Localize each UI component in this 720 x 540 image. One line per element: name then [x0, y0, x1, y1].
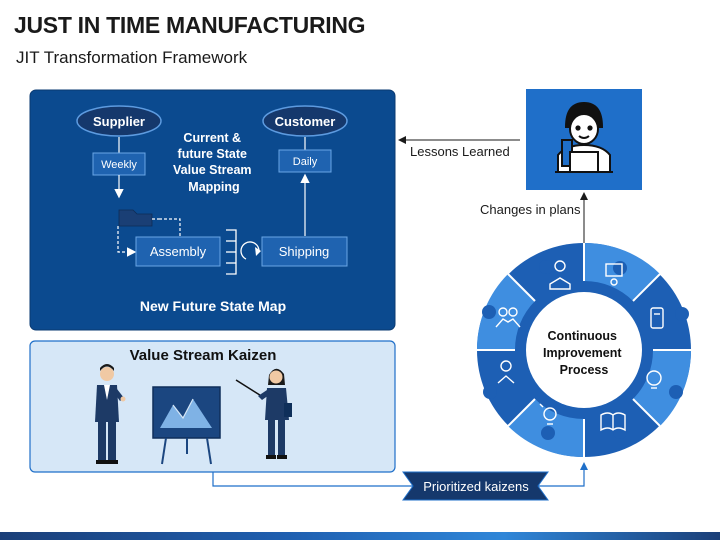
lightbulb-gear-icon	[646, 370, 662, 389]
lessons-learned-label: Lessons Learned	[410, 144, 510, 159]
shipping-label: Shipping	[279, 244, 330, 259]
pointer-stick	[235, 379, 264, 398]
businesswoman-figure	[258, 368, 292, 459]
shipping-box	[261, 236, 348, 267]
scientist-icon	[497, 360, 515, 384]
presentation-board-icon	[152, 386, 221, 465]
supplier-node	[76, 105, 162, 137]
withdrawal-icon	[240, 241, 261, 260]
prioritized-kaizens-connector: Prioritized kaizens	[212, 462, 588, 501]
team-icon	[495, 307, 521, 328]
kaizen-title: Value Stream Kaizen	[130, 347, 277, 364]
footer-accent-bar	[0, 532, 720, 540]
cycle-center-text: Continuous Improvement Process	[543, 329, 625, 377]
vsm-center-text: Current & future State Value Stream Mapp…	[173, 131, 255, 194]
businessman-figure	[95, 364, 126, 464]
value-stream-kaizen-panel: Value Stream Kaizen	[29, 340, 396, 473]
future-state-map-panel: Supplier Customer Weekly Daily Current &…	[29, 89, 396, 331]
future-state-caption: New Future State Map	[140, 298, 286, 314]
team-member-box	[526, 89, 642, 190]
changes-in-plans-label: Changes in plans	[480, 202, 581, 217]
page-title: JUST IN TIME MANUFACTURING	[14, 12, 366, 38]
student-icon	[555, 101, 613, 173]
supermarket-icon	[226, 229, 237, 275]
assembly-box	[135, 236, 221, 267]
daily-box	[278, 149, 332, 173]
reader-icon	[549, 260, 571, 290]
continuous-improvement-cycle: Continuous Improvement Process	[476, 242, 692, 458]
assembly-label: Assembly	[150, 244, 207, 259]
prioritized-kaizens-label: Prioritized kaizens	[423, 479, 529, 494]
prioritized-kaizens-ribbon	[402, 471, 549, 501]
book-icon	[600, 412, 626, 432]
mobile-app-icon	[650, 307, 664, 329]
folder-icon	[118, 209, 153, 227]
customer-node	[262, 105, 348, 137]
customer-label: Customer	[275, 114, 336, 129]
daily-label: Daily	[293, 156, 318, 168]
supplier-label: Supplier	[93, 114, 145, 129]
idea-board-icon	[605, 263, 623, 286]
weekly-label: Weekly	[101, 159, 137, 171]
page-subtitle: JIT Transformation Framework	[16, 48, 248, 67]
bulb-idea-icon	[539, 403, 557, 425]
